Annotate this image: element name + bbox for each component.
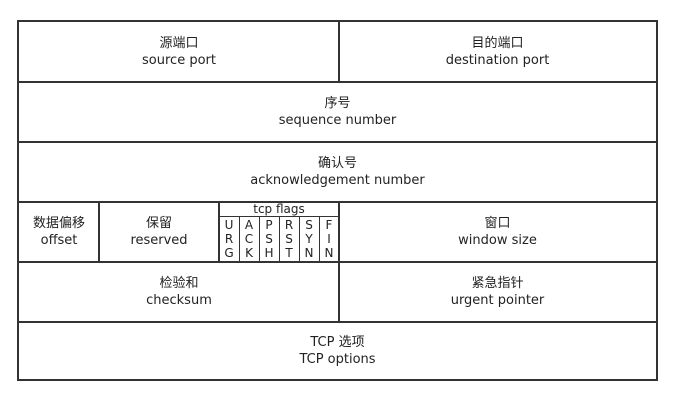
flag-letter: G [224,246,234,260]
destination-port-field: 目的端口 destination port [339,22,656,82]
flag-divider [239,216,240,262]
row-divider [19,261,656,263]
flag-divider [259,216,260,262]
flag-letter: S [305,218,313,232]
flag-fin: F I N [319,218,339,261]
offset-field: 数据偏移 offset [19,202,99,262]
flag-letter: I [327,232,331,246]
flag-letter: F [325,218,333,232]
window-size-field: 窗口 window size [339,202,656,262]
source-port-field: 源端口 source port [19,22,339,82]
flag-letter: N [304,246,314,260]
flag-letter: R [224,232,234,246]
flag-letter: H [264,246,274,260]
tcp-flags-block: tcp flags U R G A C K P S H R S T S Y N [219,202,339,262]
flag-letter: K [245,246,253,260]
row-divider [19,321,656,323]
tcp-flags-title: tcp flags [253,202,305,216]
destination-port-zh: 目的端口 [471,36,524,51]
ack-number-zh: 确认号 [317,156,357,171]
offset-zh: 数据偏移 [32,216,85,231]
source-port-zh: 源端口 [159,36,199,51]
row-divider [19,201,656,203]
column-divider [98,202,100,262]
reserved-field: 保留 reserved [99,202,219,262]
reserved-zh: 保留 [145,216,172,231]
flag-syn: S Y N [299,218,319,261]
reserved-en: reserved [130,233,188,248]
options-en: TCP options [299,351,376,367]
window-size-zh: 窗口 [484,216,511,231]
options-field: TCP 选项 TCP options [19,322,656,379]
sequence-number-zh: 序号 [324,96,351,111]
flag-letter: R [284,218,294,232]
source-port-en: source port [142,53,216,68]
flag-letter: Y [305,232,313,246]
offset-en: offset [40,233,78,248]
row-divider [19,141,656,143]
sequence-number-en: sequence number [278,113,397,128]
sequence-number-field: 序号 sequence number [19,82,656,142]
column-divider [338,202,340,322]
flag-letter: C [244,232,254,246]
urgent-pointer-zh: 紧急指针 [471,276,524,291]
flag-letter: U [224,218,234,232]
flag-letter: N [324,246,334,260]
flag-psh: P S H [259,218,279,261]
ack-number-field: 确认号 acknowledgement number [19,142,656,202]
checksum-en: checksum [146,293,212,308]
ack-number-en: acknowledgement number [250,173,425,188]
flag-letter: S [265,232,273,246]
flag-letter: P [265,218,273,232]
flag-ack: A C K [239,218,259,261]
flag-rst: R S T [279,218,299,261]
window-size-en: window size [458,233,537,248]
options-zh: TCP 选项 [310,334,365,350]
column-divider [338,22,340,82]
flag-divider [279,216,280,262]
destination-port-en: destination port [445,53,550,68]
row-divider [19,81,656,83]
checksum-zh: 检验和 [159,276,199,291]
tcp-header-diagram: 源端口 source port 目的端口 destination port 序号… [17,20,658,381]
flag-urg: U R G [219,218,239,261]
flag-letter: A [244,218,254,232]
flag-letter: S [285,232,293,246]
flag-letter: T [285,246,293,260]
checksum-field: 检验和 checksum [19,262,339,322]
flag-divider [319,216,320,262]
urgent-pointer-field: 紧急指针 urgent pointer [339,262,656,322]
urgent-pointer-en: urgent pointer [450,293,545,308]
flag-divider [299,216,300,262]
column-divider [218,202,220,262]
